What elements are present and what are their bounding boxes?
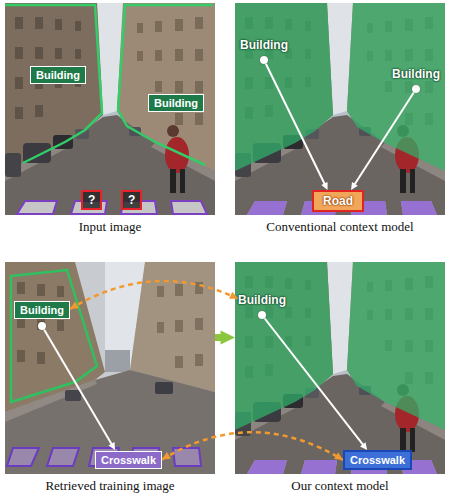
image-panel: Conventional context modelBuildingBuildi… — [235, 3, 445, 239]
panel-caption: Retrieved training image — [5, 478, 215, 494]
connector — [354, 89, 416, 185]
arrowhead — [360, 442, 367, 450]
predicted-label: Road — [312, 190, 364, 212]
connector — [264, 60, 325, 185]
class-label: Building — [238, 290, 286, 319]
connector — [70, 281, 238, 309]
label-text: Building — [238, 293, 286, 307]
panel-caption: Conventional context model — [235, 219, 445, 235]
label-text: Building — [30, 66, 86, 84]
label-text: Building — [240, 38, 288, 52]
unknown-label: ? — [121, 190, 142, 210]
image-panel: Our context model BuildingCrosswalk — [235, 262, 445, 498]
arrowhead — [162, 452, 171, 460]
unknown-label: ? — [81, 190, 102, 210]
label-text: Crosswalk — [343, 450, 412, 470]
class-label: Building — [14, 300, 70, 330]
class-label: Building — [240, 35, 288, 64]
arrowhead — [229, 292, 238, 299]
label-text: ? — [121, 190, 142, 210]
anchor-dot — [258, 311, 266, 319]
label-text: Road — [312, 190, 364, 212]
connector — [262, 315, 364, 446]
arrowhead — [334, 452, 343, 460]
label-text: Building — [148, 94, 204, 112]
class-label: Crosswalk — [95, 450, 162, 469]
class-label: Building — [392, 64, 440, 93]
arrowhead — [70, 301, 79, 309]
anchor-dot — [260, 56, 268, 64]
label-text: Building — [14, 301, 70, 319]
connector — [42, 326, 112, 445]
connector — [162, 432, 343, 460]
arrowhead — [221, 331, 235, 345]
image-panel: Input imageBuildingBuilding?? — [5, 3, 215, 239]
arrowhead — [351, 182, 358, 190]
arrowhead — [108, 442, 115, 450]
anchor-dot — [38, 322, 46, 330]
panel-caption: Our context model — [235, 478, 445, 494]
class-label: Building — [148, 93, 204, 112]
label-text: Crosswalk — [95, 451, 162, 469]
panel-caption: Input image — [5, 219, 215, 235]
arrowhead — [321, 182, 327, 190]
label-text: Building — [392, 67, 440, 81]
class-label: Building — [30, 65, 86, 84]
label-text: ? — [81, 190, 102, 210]
predicted-label: Crosswalk — [343, 450, 412, 470]
anchor-dot — [412, 85, 420, 93]
image-panel: Retrieved training image BuildingCrosswal… — [5, 262, 215, 498]
